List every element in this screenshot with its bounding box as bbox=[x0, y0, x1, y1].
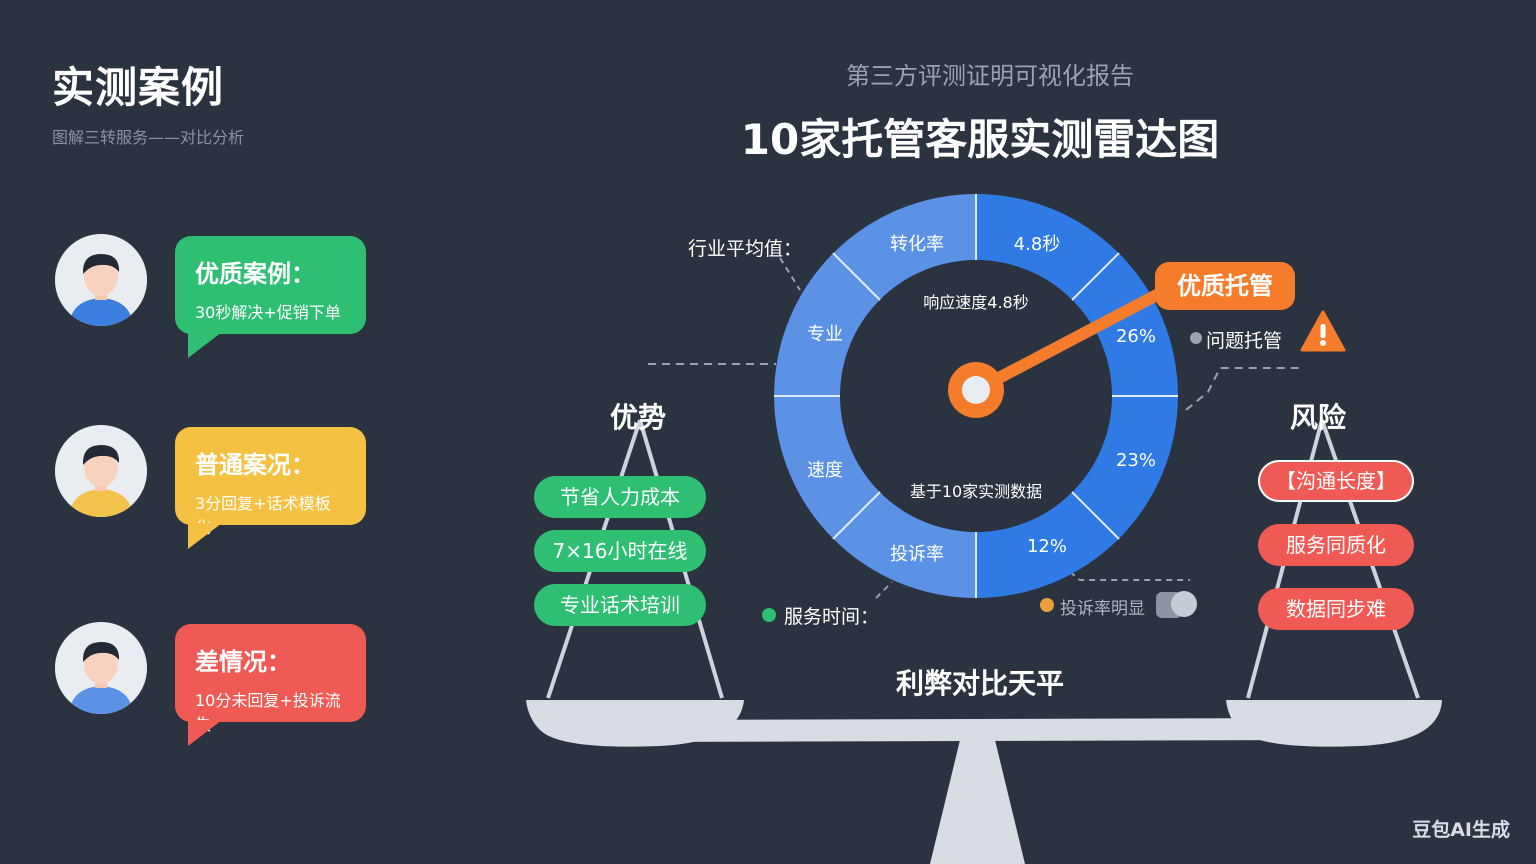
pro-item: 节省人力成本 bbox=[534, 476, 706, 518]
ring-label: 投诉率 bbox=[890, 544, 944, 565]
industry-average-label: 行业平均值： bbox=[688, 238, 803, 260]
person-icon bbox=[55, 622, 147, 714]
radar-inner-top: 响应速度4.8秒 bbox=[923, 293, 1029, 312]
ring-label: 专业 bbox=[807, 324, 843, 345]
pros-title: 优势 bbox=[610, 401, 667, 434]
avatar-good bbox=[55, 234, 147, 326]
bubble-tail bbox=[188, 720, 222, 746]
gauge-needle bbox=[970, 282, 1176, 396]
bubble-tail bbox=[188, 523, 222, 549]
radar-ring bbox=[774, 194, 1178, 598]
bottom-right-note: 投诉率明显 bbox=[1060, 599, 1145, 619]
bubble-tail bbox=[188, 332, 222, 358]
ring-label: 26% bbox=[1115, 326, 1156, 347]
report-subtitle: 第三方评测证明可视化报告 bbox=[846, 62, 1134, 90]
report-title: 10家托管客服实测雷达图 bbox=[740, 115, 1220, 164]
case-desc: 30秒解决+促销下单 bbox=[195, 303, 341, 322]
ring-label: 转化率 bbox=[890, 234, 944, 255]
watermark: 豆包AI生成 bbox=[1412, 819, 1510, 841]
avatar-normal bbox=[55, 425, 147, 517]
service-time-label: 服务时间： bbox=[784, 606, 880, 628]
balance-caption: 利弊对比天平 bbox=[895, 667, 1064, 700]
green-dot-icon bbox=[762, 608, 776, 622]
radar-inner-bottom: 基于10家实测数据 bbox=[909, 482, 1043, 501]
case-title: 优质案例： bbox=[195, 260, 315, 288]
ring-label: 4.8秒 bbox=[1013, 234, 1061, 255]
orange-dot-icon bbox=[1040, 598, 1054, 612]
speech-icon bbox=[1156, 591, 1197, 618]
ring-label: 23% bbox=[1115, 450, 1156, 471]
case-title: 普通案况： bbox=[195, 451, 315, 479]
person-icon bbox=[55, 425, 147, 517]
problem-hosting-label: 问题托管 bbox=[1206, 330, 1283, 352]
ring-right-half bbox=[976, 194, 1178, 598]
avatar-bad bbox=[55, 622, 147, 714]
con-item: 数据同步难 bbox=[1258, 588, 1414, 630]
con-item: 【沟通长度】 bbox=[1258, 460, 1414, 502]
cons-title: 风险 bbox=[1290, 401, 1347, 434]
ring-label: 12% bbox=[1026, 536, 1067, 557]
quality-hosting-tag: 优质托管 bbox=[1155, 262, 1295, 310]
section-subtitle: 图解三转服务——对比分析 bbox=[52, 128, 245, 147]
ring-label: 速度 bbox=[807, 460, 843, 481]
warning-icon bbox=[1300, 310, 1346, 352]
section-title: 实测案例 bbox=[52, 63, 225, 112]
case-title: 差情况： bbox=[195, 648, 291, 676]
con-item: 服务同质化 bbox=[1258, 524, 1414, 566]
case-bubble-good: 优质案例： 30秒解决+促销下单 bbox=[175, 236, 366, 334]
case-bubble-normal: 普通案况： 3分回复+话术模板化 bbox=[175, 427, 366, 537]
ring-left-half bbox=[774, 194, 976, 598]
gray-dot-icon bbox=[1190, 332, 1202, 344]
case-bubble-bad: 差情况： 10分未回复+投诉流失 bbox=[175, 624, 366, 734]
pro-item: 7×16小时在线 bbox=[534, 530, 706, 572]
person-icon bbox=[55, 234, 147, 326]
pro-item: 专业话术培训 bbox=[534, 584, 706, 626]
